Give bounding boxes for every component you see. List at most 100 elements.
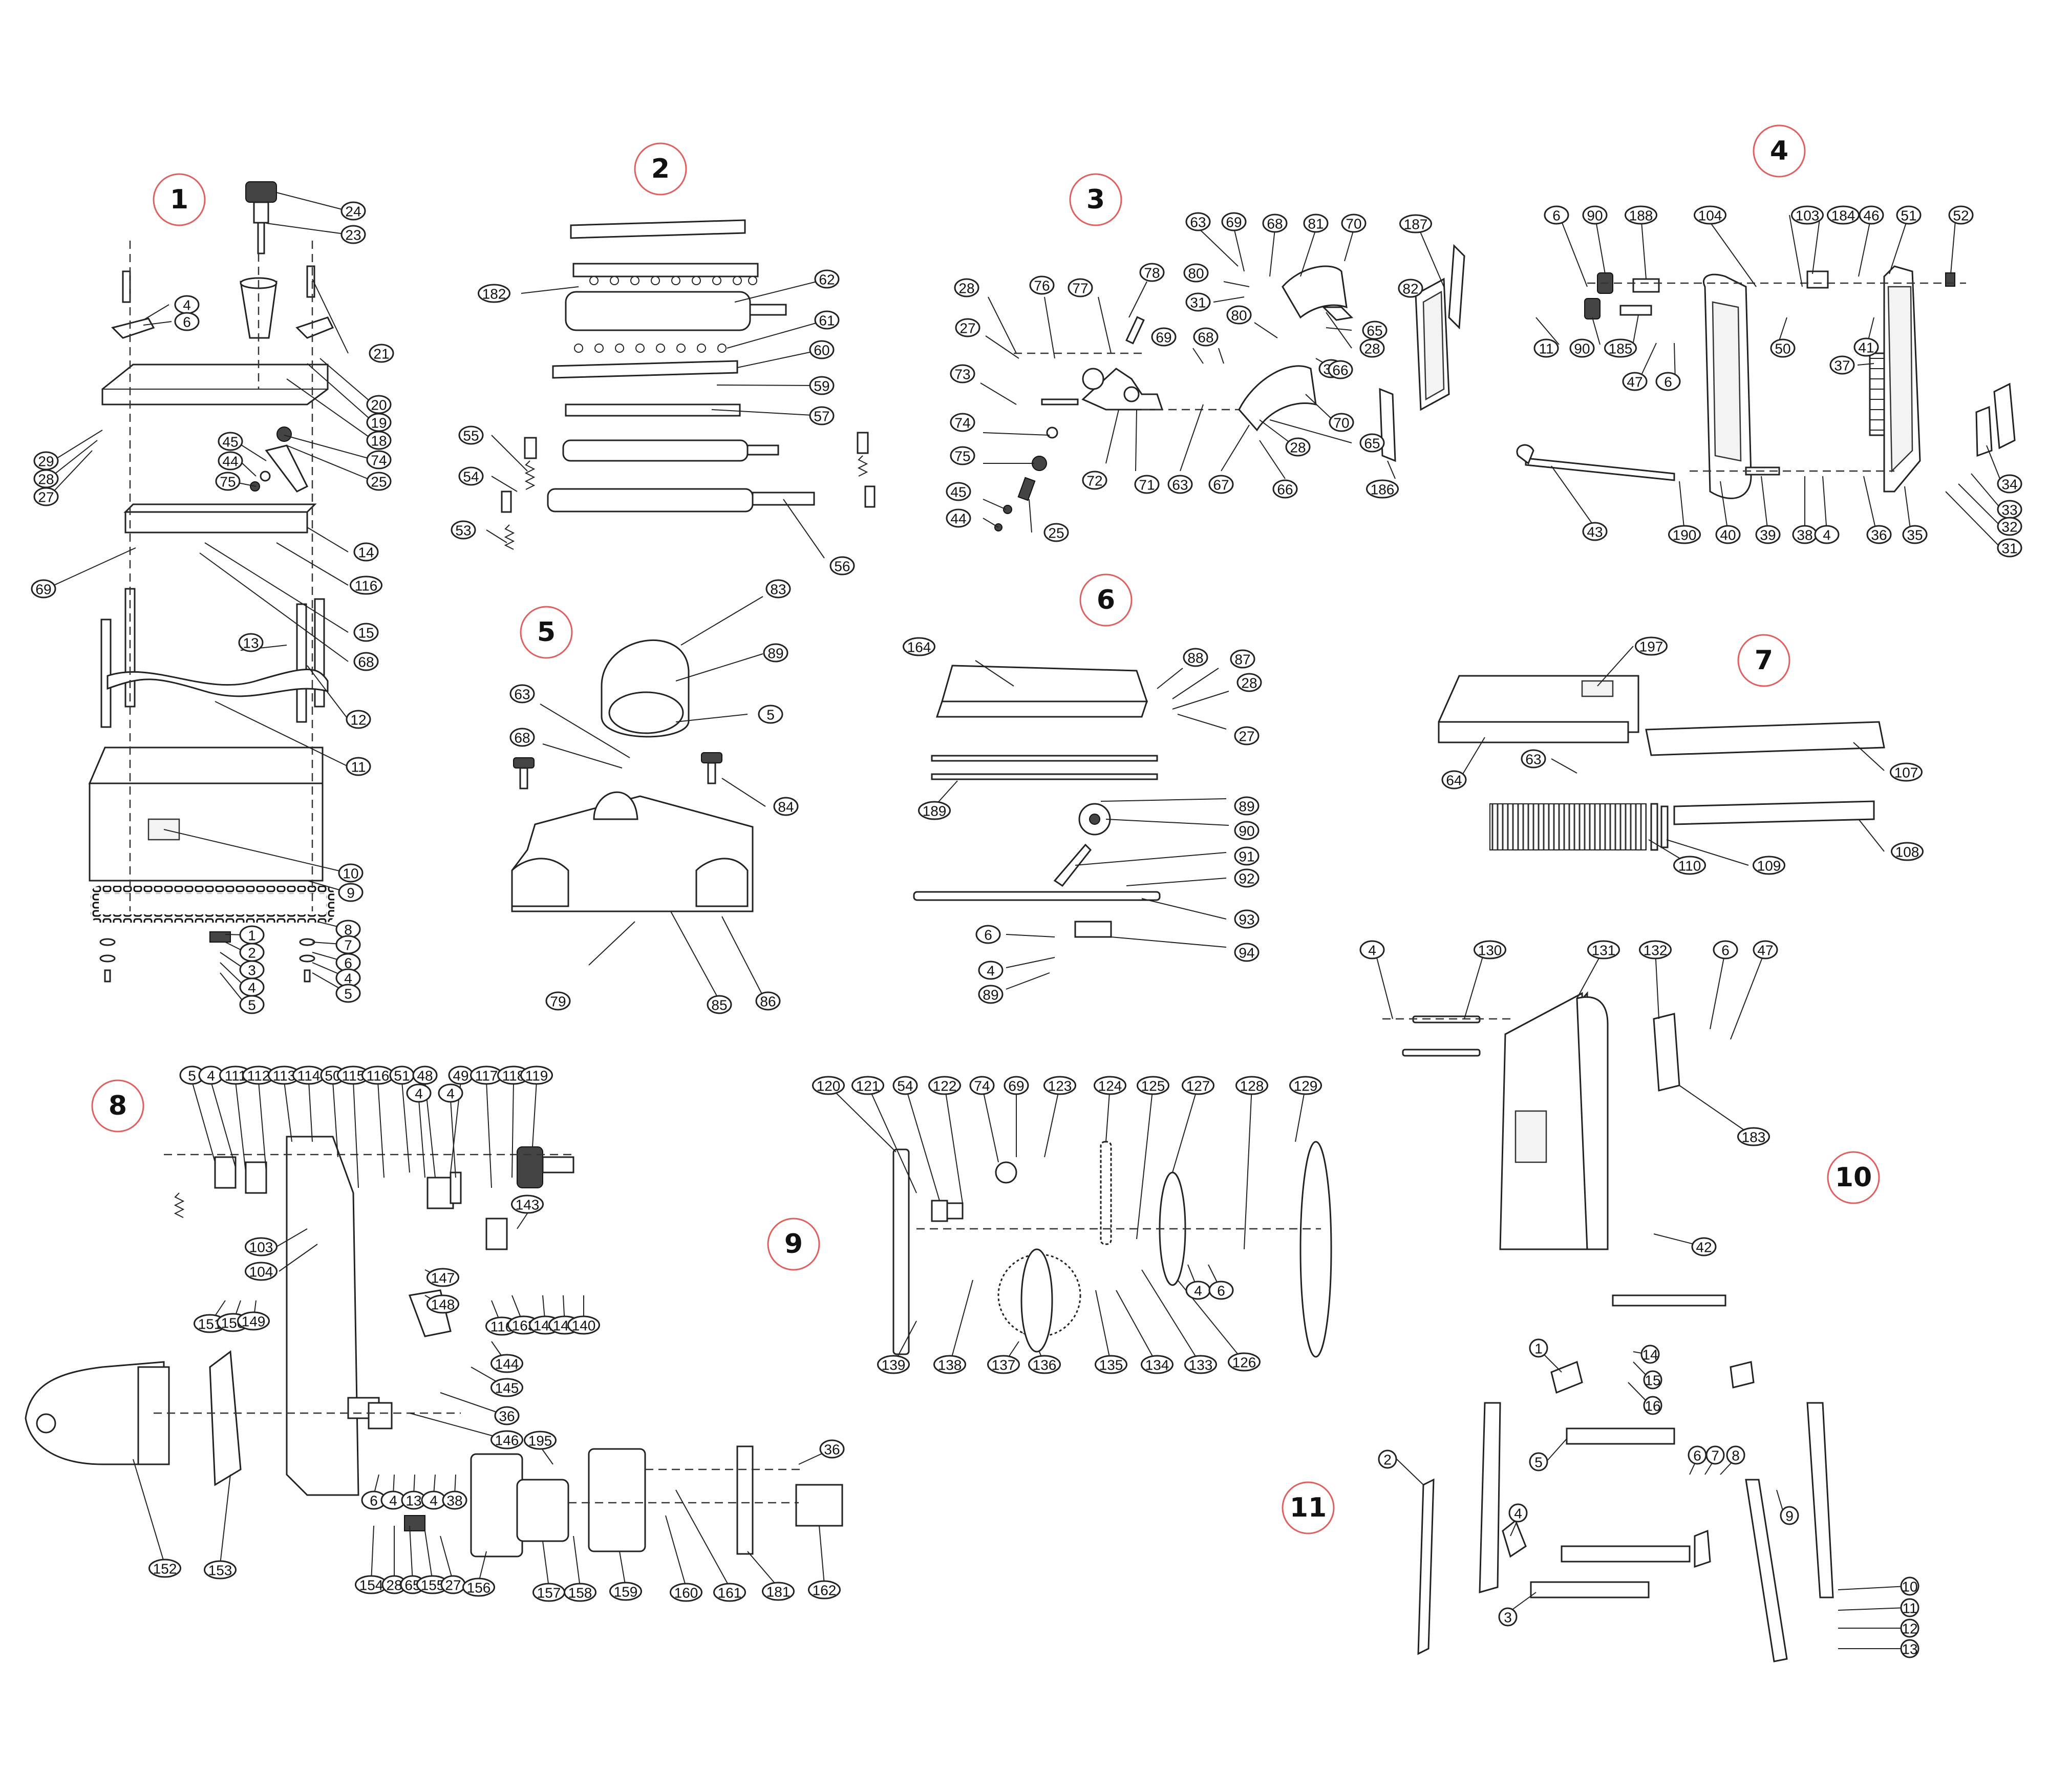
knob-icon (513, 757, 535, 769)
part-label-oval (773, 797, 799, 816)
part-label: 5 (1534, 1455, 1543, 1470)
part-label-oval (1694, 205, 1726, 225)
part-label: 21 (373, 346, 389, 362)
part-label: 6 (370, 1493, 378, 1509)
part-label: 28 (1241, 675, 1257, 691)
part-label-oval (1341, 214, 1367, 233)
part-label: 28 (1290, 440, 1306, 456)
part-label-oval (340, 225, 366, 244)
part-label-oval (366, 431, 392, 450)
part-label-oval (950, 364, 975, 383)
part-label: 190 (1673, 527, 1697, 543)
part-label: 70 (1333, 415, 1349, 431)
part-label-oval (1691, 1237, 1717, 1256)
part-label-oval (975, 925, 1001, 944)
part-label-oval (1230, 649, 1255, 669)
part-label-oval (1521, 749, 1546, 769)
part-label: 25 (371, 474, 387, 490)
part-label: 27 (959, 321, 975, 336)
part-label: 71 (1139, 477, 1155, 493)
part-label: 1 (248, 928, 256, 944)
part-label: 119 (525, 1068, 548, 1084)
part-label: 10 (1902, 1579, 1917, 1595)
part-label: 28 (38, 472, 54, 487)
part-label-oval (1235, 1076, 1268, 1095)
part-label: 186 (1371, 482, 1395, 498)
part-label-oval (1948, 205, 1974, 225)
part-label: 54 (463, 469, 479, 485)
part-label-oval (1668, 525, 1701, 544)
part-label: 130 (1478, 943, 1502, 958)
part-label: 28 (958, 281, 974, 296)
part-label: 4 (207, 1068, 215, 1084)
part-label: 125 (1141, 1078, 1165, 1094)
section-number-circle (91, 1079, 144, 1133)
part-label: 56 (834, 559, 850, 574)
part-label: 12 (350, 712, 366, 728)
part-label: 92 (1239, 871, 1254, 887)
part-label-oval (215, 472, 241, 491)
part-label: 10 (343, 866, 358, 882)
part-label: 85 (711, 997, 727, 1013)
part-label: 9 (1785, 1508, 1794, 1524)
part-label-oval (1328, 360, 1353, 379)
part-label: 114 (297, 1068, 321, 1084)
part-label: 164 (907, 639, 931, 655)
part-label: 74 (974, 1078, 990, 1094)
part-label: 6 (1721, 943, 1730, 958)
part-label-oval (809, 406, 835, 425)
part-label-oval (1208, 475, 1234, 494)
part-label: 46 (1863, 208, 1879, 224)
part-label: 63 (1190, 215, 1206, 230)
part-label: 51 (394, 1068, 410, 1084)
part-label: 156 (467, 1580, 491, 1596)
part-label: 145 (495, 1380, 519, 1396)
part-label: 86 (760, 994, 776, 1010)
part-label-oval (245, 1262, 278, 1281)
part-label: 13 (1902, 1641, 1917, 1657)
part-label: 76 (1034, 278, 1050, 294)
section-1-assembly (88, 181, 334, 983)
part-label: 79 (550, 994, 566, 1010)
part-label: 147 (431, 1270, 455, 1286)
part-label: 195 (528, 1433, 552, 1449)
part-label-oval (933, 1355, 966, 1374)
part-label: 33 (2001, 502, 2017, 518)
part-label: 132 (1644, 943, 1668, 958)
part-label-oval (1639, 940, 1672, 959)
part-label-oval (494, 1406, 520, 1425)
part-label: 36 (1871, 527, 1887, 543)
handle-icon (1525, 457, 1675, 481)
part-label: 44 (950, 511, 966, 527)
part-label: 138 (938, 1357, 962, 1373)
part-label: 122 (933, 1078, 957, 1094)
part-label: 4 (987, 963, 995, 979)
part-label-oval (851, 1076, 884, 1095)
part-label-oval (353, 623, 379, 642)
part-label: 48 (417, 1068, 433, 1084)
part-label: 5 (766, 707, 775, 723)
part-label: 59 (814, 378, 829, 394)
part-label: 127 (1186, 1078, 1210, 1094)
section-2-assembly (501, 219, 876, 550)
part-label: 159 (614, 1584, 638, 1600)
part-label: 41 (1858, 340, 1874, 356)
part-label-oval (366, 472, 392, 491)
part-label-oval (218, 432, 243, 451)
part-label: 185 (1609, 341, 1633, 357)
part-label: 28 (386, 1577, 402, 1593)
part-label-oval (1151, 327, 1177, 347)
part-label: 6 (344, 955, 352, 971)
part-label: 84 (778, 799, 794, 815)
part-label-oval (1853, 337, 1879, 357)
part-label-oval (955, 318, 980, 337)
section-number: 10 (1835, 1162, 1872, 1193)
part-label: 197 (1639, 639, 1663, 655)
section-number: 8 (109, 1091, 127, 1121)
part-label-oval (338, 863, 364, 883)
part-label: 68 (358, 654, 374, 670)
part-label: 126 (1232, 1355, 1256, 1371)
part-label-oval (609, 1582, 642, 1601)
part-label: 74 (371, 453, 387, 468)
